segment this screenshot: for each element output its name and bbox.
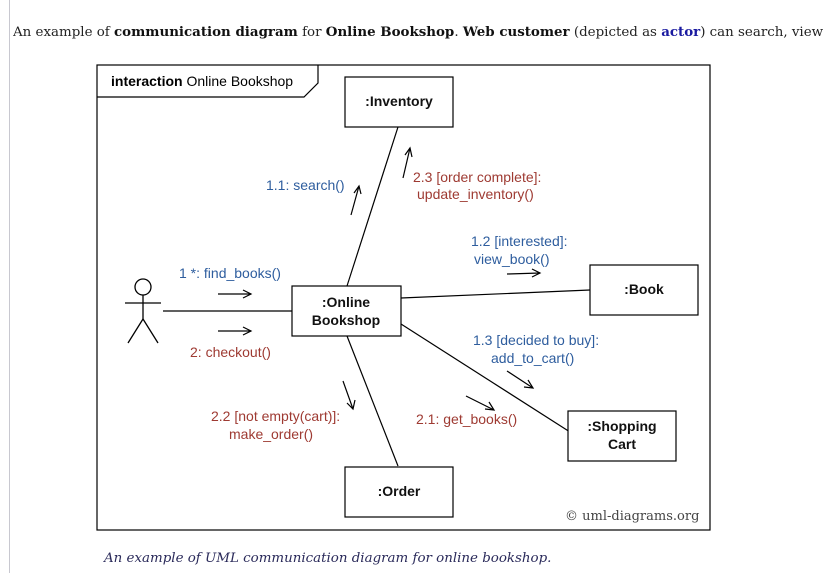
frame-name: Online Bookshop xyxy=(186,73,293,89)
page-left-border xyxy=(9,0,10,573)
figure-caption: An example of UML communication diagram … xyxy=(104,551,552,566)
object-cart-label-1: :Shopping xyxy=(587,418,656,434)
message-search: 1.1: search() xyxy=(266,177,345,193)
actor-left-leg xyxy=(127,318,144,344)
intro-text: An example of xyxy=(13,25,115,40)
object-order: :Order xyxy=(344,466,454,518)
object-bookshop-label-1: :Online xyxy=(322,294,370,310)
message-update-inventory: update_inventory() xyxy=(417,186,534,202)
arrow-view-book xyxy=(506,268,542,278)
message-arrows xyxy=(218,146,542,411)
frame-title: interaction Online Bookshop xyxy=(111,73,293,89)
message-get-books: 2.1: get_books() xyxy=(416,411,517,427)
frame-tab xyxy=(97,65,319,98)
arrow-make-order xyxy=(342,380,356,411)
actor-link[interactable]: actor xyxy=(661,24,701,40)
arrow-checkout xyxy=(218,326,253,336)
arrow-find-books xyxy=(218,289,253,299)
link-bookshop-cart xyxy=(400,323,571,433)
link-bookshop-book xyxy=(400,289,591,299)
object-book: :Book xyxy=(589,264,699,316)
links xyxy=(163,126,591,467)
message-checkout: 2: checkout() xyxy=(190,344,271,360)
message-find-books: 1 *: find_books() xyxy=(179,265,281,281)
intro-term-web-customer: Web customer xyxy=(462,24,570,40)
intro-text: ) can search, view and b xyxy=(700,25,823,40)
message-view-book-guard: 1.2 [interested]: xyxy=(471,233,568,249)
object-book-label: :Book xyxy=(624,281,664,297)
object-inventory: :Inventory xyxy=(344,76,454,128)
arrow-search xyxy=(350,184,362,216)
object-online-bookshop: :Online Bookshop xyxy=(291,285,402,337)
message-make-order-guard: 2.2 [not empty(cart)]: xyxy=(211,408,340,424)
web-customer-actor xyxy=(125,278,161,344)
object-inventory-label: :Inventory xyxy=(365,93,433,109)
message-update-inventory-guard: 2.3 [order complete]: xyxy=(413,169,541,185)
intro-term-communication-diagram: communication diagram xyxy=(114,24,298,40)
object-cart-label-2: Cart xyxy=(608,436,636,452)
object-order-label: :Order xyxy=(378,483,421,499)
link-bookshop-order xyxy=(346,335,399,467)
message-add-to-cart-guard: 1.3 [decided to buy]: xyxy=(473,332,599,348)
arrow-add-to-cart xyxy=(506,370,535,389)
message-add-to-cart: add_to_cart() xyxy=(491,350,574,366)
watermark: © uml-diagrams.org xyxy=(565,509,699,524)
object-bookshop-label-2: Bookshop xyxy=(312,312,380,328)
intro-term-online-bookshop: Online Bookshop xyxy=(325,24,455,40)
arrow-update-inventory xyxy=(402,146,413,179)
message-make-order: make_order() xyxy=(229,426,313,442)
object-shopping-cart: :Shopping Cart xyxy=(567,410,677,462)
message-view-book: view_book() xyxy=(474,251,549,267)
link-bookshop-inventory xyxy=(346,126,399,287)
intro-paragraph: An example of communication diagram for … xyxy=(13,24,823,40)
intro-text: (depicted as xyxy=(569,25,662,40)
intro-text: for xyxy=(297,25,326,40)
arrow-get-books xyxy=(465,395,496,411)
frame-keyword: interaction xyxy=(111,73,183,89)
actor-right-leg xyxy=(142,318,159,344)
intro-text: . xyxy=(454,25,463,40)
